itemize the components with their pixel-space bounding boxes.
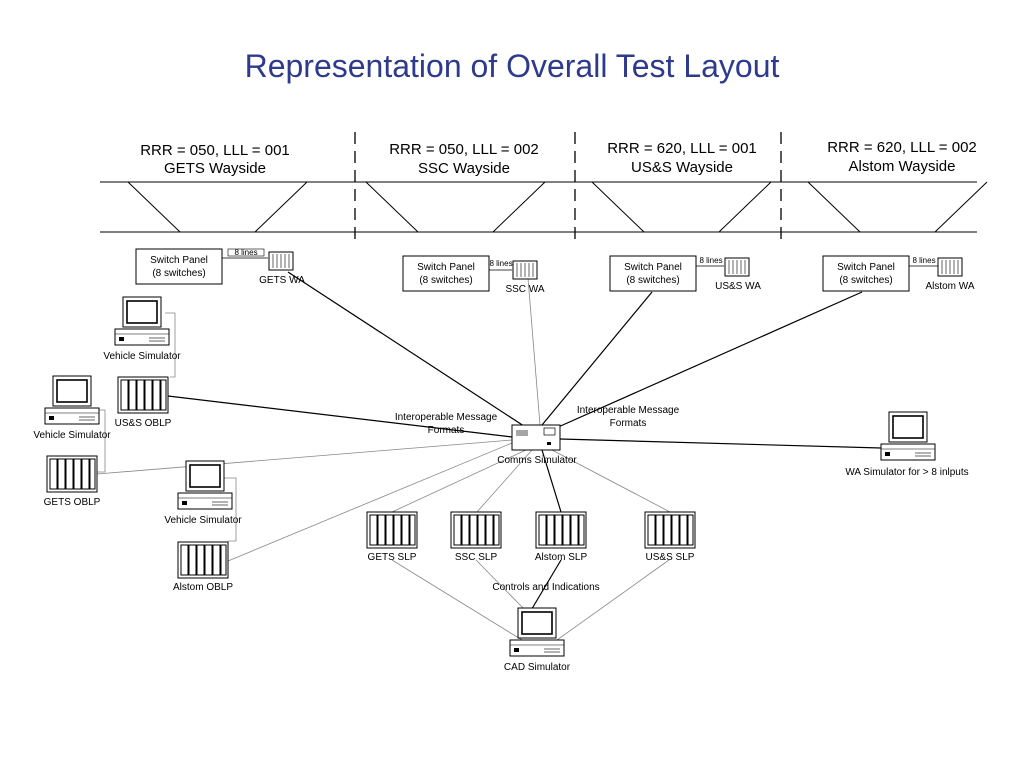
switch-panel-title: Switch Panel [150, 255, 208, 266]
ssc-slp-label: SSC SLP [455, 552, 498, 563]
wayside-label-gets: RRR = 050, LLL = 001 GETS Wayside [140, 142, 290, 177]
vehicle-simulator-3: Vehicle Simulator [164, 460, 242, 526]
switch-panel-title: Switch Panel [624, 262, 682, 273]
wa-simulator: WA Simulator for > 8 inlputs [845, 411, 969, 478]
cad-simulator: CAD Simulator [504, 607, 571, 673]
interop-label-line1: Interoperable Message [577, 405, 680, 416]
alstom-slp: Alstom SLP [535, 511, 588, 563]
wayside-label-uss: RRR = 620, LLL = 001 US&S Wayside [607, 140, 757, 176]
eight-lines-label: 8 lines [489, 259, 512, 268]
slide-title: Representation of Overall Test Layout [244, 48, 780, 84]
interop-label-left: Interoperable Message Formats [395, 412, 498, 436]
wayside-gets-address: RRR = 050, LLL = 001 [140, 142, 290, 159]
interop-label-right: Interoperable Message Formats [577, 405, 680, 429]
switch-panel-count: (8 switches) [152, 268, 205, 279]
ssc-slp: SSC SLP [450, 511, 502, 563]
vehicle-simulator-1: Vehicle Simulator [103, 296, 181, 362]
wayside-alstom-name: Alstom Wayside [849, 158, 956, 175]
vehicle-simulator-2: Vehicle Simulator [33, 375, 111, 441]
track-band [100, 132, 988, 245]
cad-simulator-label: CAD Simulator [504, 662, 571, 673]
switch-panel-ssc: Switch Panel (8 switches) [402, 255, 490, 292]
eight-lines-label: 8 lines [912, 256, 935, 265]
gets-oblp-label: GETS OBLP [44, 497, 101, 508]
wayside-ssc-name: SSC Wayside [418, 160, 510, 177]
eight-lines-label: 8 lines [234, 248, 257, 257]
alstom-oblp: Alstom OBLP [173, 541, 233, 593]
comms-simulator: Comms Simulator [497, 424, 577, 466]
gets-oblp: GETS OBLP [44, 455, 101, 508]
comms-simulator-label: Comms Simulator [497, 455, 577, 466]
controls-indications-label: Controls and Indications [492, 582, 599, 593]
ssc-wa: SSC WA [505, 260, 545, 295]
wayside-label-alstom: RRR = 620, LLL = 002 Alstom Wayside [827, 139, 977, 175]
wayside-label-ssc: RRR = 050, LLL = 002 SSC Wayside [389, 141, 539, 177]
connections [96, 271, 882, 641]
switch-panel-count: (8 switches) [419, 275, 472, 286]
gets-slp-label: GETS SLP [368, 552, 417, 563]
interop-label-line2: Formats [428, 425, 465, 436]
vehicle-simulator-label: Vehicle Simulator [33, 430, 111, 441]
wayside-gets-name: GETS Wayside [164, 160, 266, 177]
wayside-uss-name: US&S Wayside [631, 159, 733, 176]
alstom-wa-label: Alstom WA [925, 281, 974, 292]
uss-oblp: US&S OBLP [115, 376, 172, 429]
uss-slp: US&S SLP [644, 511, 696, 563]
eight-lines-label: 8 lines [699, 256, 722, 265]
switch-panel-count: (8 switches) [626, 275, 679, 286]
vehicle-simulator-label: Vehicle Simulator [103, 351, 181, 362]
gets-wa-label: GETS WA [259, 275, 305, 286]
wa-simulator-label: WA Simulator for > 8 inlputs [845, 467, 968, 478]
switch-panel-gets: Switch Panel (8 switches) [135, 248, 223, 285]
alstom-wa: Alstom WA [925, 257, 975, 292]
switch-panel-count: (8 switches) [839, 275, 892, 286]
switch-panel-title: Switch Panel [417, 262, 475, 273]
interop-label-line2: Formats [610, 418, 647, 429]
uss-oblp-label: US&S OBLP [115, 418, 172, 429]
wayside-alstom-address: RRR = 620, LLL = 002 [827, 139, 977, 156]
wayside-uss-address: RRR = 620, LLL = 001 [607, 140, 757, 157]
interop-label-line1: Interoperable Message [395, 412, 498, 423]
uss-wa: US&S WA [715, 257, 761, 292]
switch-panel-title: Switch Panel [837, 262, 895, 273]
gets-wa: GETS WA [259, 251, 305, 286]
uss-wa-label: US&S WA [715, 281, 761, 292]
alstom-slp-label: Alstom SLP [535, 552, 588, 563]
switch-panel-uss: Switch Panel (8 switches) [609, 255, 697, 292]
vehicle-simulator-label: Vehicle Simulator [164, 515, 242, 526]
ssc-wa-label: SSC WA [505, 284, 544, 295]
wayside-ssc-address: RRR = 050, LLL = 002 [389, 141, 539, 158]
alstom-oblp-label: Alstom OBLP [173, 582, 233, 593]
gets-slp: GETS SLP [366, 511, 418, 563]
uss-slp-label: US&S SLP [646, 552, 695, 563]
switch-panel-alstom: Switch Panel (8 switches) [822, 255, 910, 292]
